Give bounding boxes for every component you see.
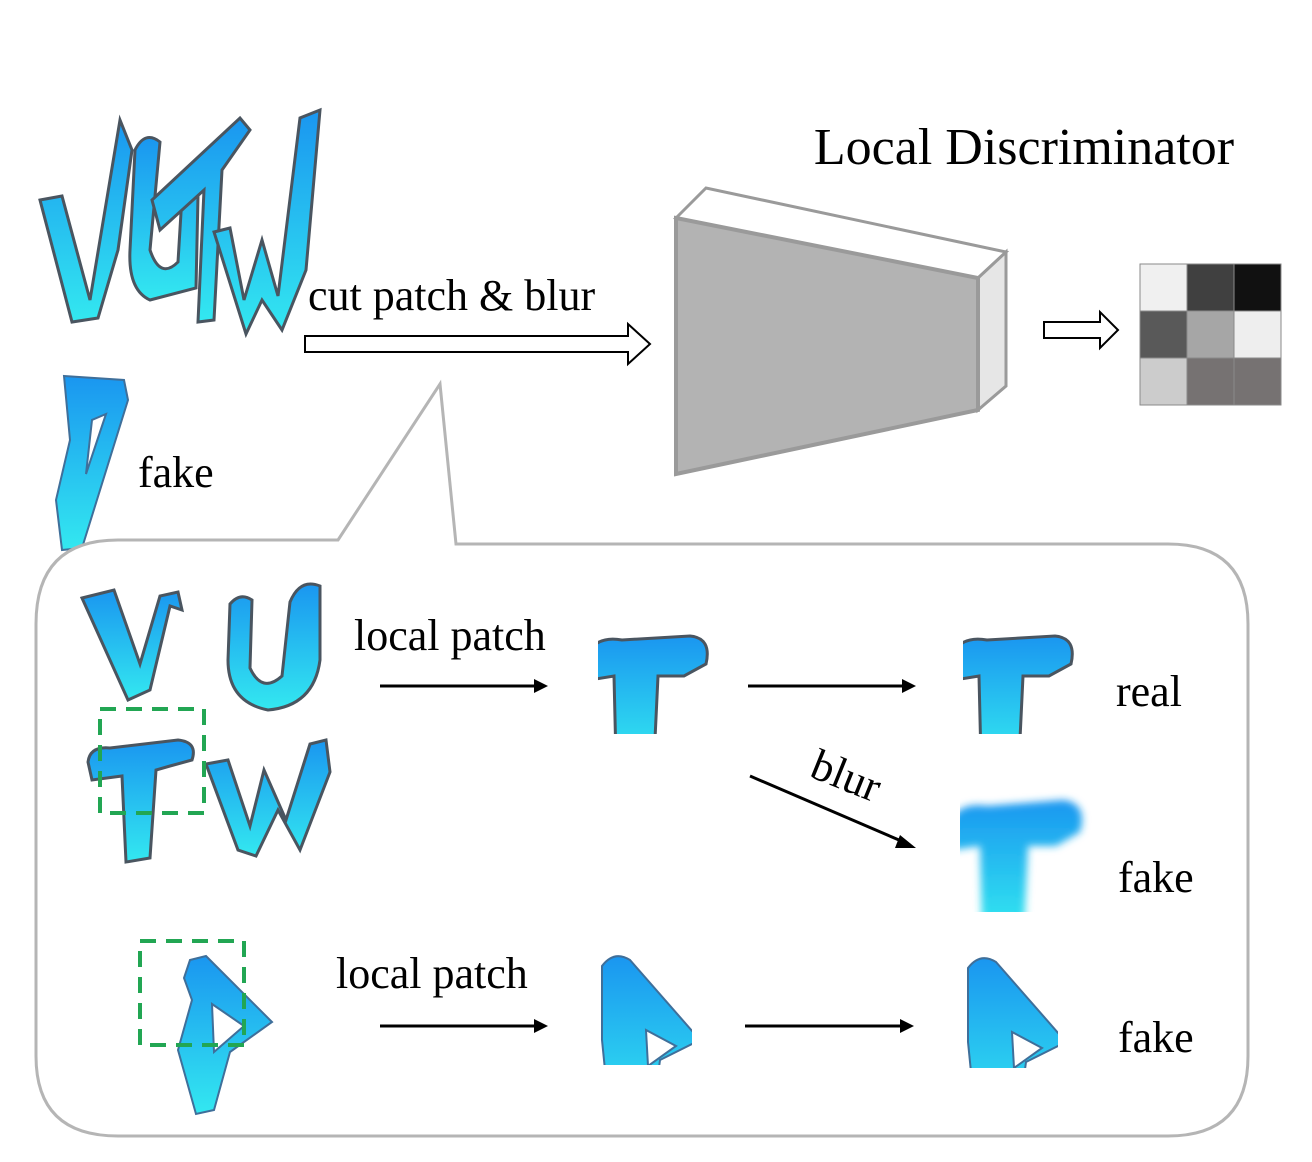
fake-glyph-t	[150, 115, 252, 324]
real-glyphs	[79, 582, 332, 864]
output-grid-cell	[1233, 310, 1282, 359]
fake-label-blur: fake	[1118, 853, 1194, 902]
real-label: real	[1116, 667, 1182, 716]
arrowhead-to-real	[902, 679, 916, 693]
fake-glyph-w	[212, 107, 322, 339]
patch-t-blurred	[960, 800, 1082, 912]
local-patch-label-fake: local patch	[336, 949, 528, 998]
patch-selection-box-fake	[138, 939, 246, 1047]
diagram-title: Local Discriminator	[814, 119, 1234, 176]
patch-selection-box-real	[98, 707, 206, 815]
hollow-arrow-cut-patch	[304, 321, 652, 367]
fake-glyphs-top	[38, 107, 322, 552]
fake-label-bottom: fake	[1118, 1013, 1194, 1062]
fake-glyph-u	[128, 136, 200, 302]
fake-label-top: fake	[138, 448, 214, 497]
real-glyph-w	[203, 738, 332, 858]
generated-glyph-d	[176, 954, 274, 1116]
real-glyph-t	[86, 738, 195, 864]
output-grid-cell	[1186, 357, 1235, 406]
real-glyph-v	[79, 588, 185, 702]
output-grid-cell	[1139, 263, 1188, 312]
patch-t-real	[963, 634, 1074, 734]
output-grid-cell	[1186, 310, 1235, 359]
cut-patch-blur-label: cut patch & blur	[308, 271, 595, 320]
output-grid-cell	[1139, 310, 1188, 359]
arrowhead-local-patch-fake	[534, 1019, 548, 1033]
output-grid-cell	[1139, 357, 1188, 406]
fake-glyph-d	[54, 374, 130, 552]
callout-balloon	[34, 379, 1250, 1138]
local-patch-label-real: local patch	[354, 611, 546, 660]
output-grid-cell	[1233, 357, 1282, 406]
output-grid-cell	[1186, 263, 1235, 312]
arrowhead-to-fake	[900, 1019, 914, 1033]
hollow-arrow-output	[1043, 309, 1120, 351]
arrowhead-local-patch-real	[534, 679, 548, 693]
output-grid-cell	[1233, 263, 1282, 312]
patch-t-crop	[598, 634, 709, 734]
output-patch-grid	[1139, 263, 1282, 406]
discriminator-network	[672, 186, 1010, 477]
fake-glyph-v	[38, 114, 134, 324]
network-side-face	[976, 248, 1008, 414]
real-glyph-u	[226, 582, 322, 712]
arrow-blur	[749, 774, 907, 845]
arrowhead-blur	[895, 835, 916, 848]
patch-d-fake	[967, 957, 1058, 1068]
network-front-face	[674, 215, 980, 477]
patch-d-crop	[601, 955, 692, 1065]
